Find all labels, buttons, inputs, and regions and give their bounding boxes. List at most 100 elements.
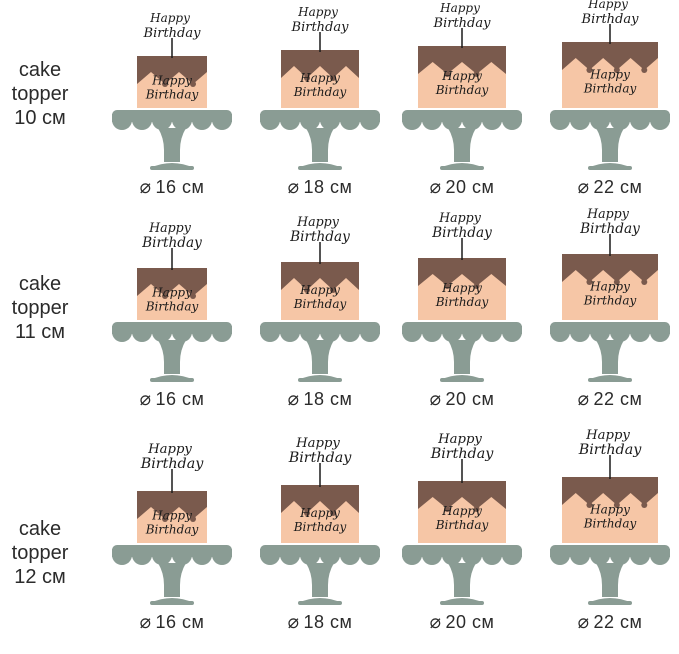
cake-stand <box>260 322 380 382</box>
cake-stand <box>402 110 522 170</box>
diameter-symbol-icon: ⌀ <box>287 611 300 633</box>
diameter-value: 22 см <box>593 389 643 409</box>
topper-script-line-2: Birthday <box>141 235 202 251</box>
cake-script-line-2: Birthday <box>293 85 347 99</box>
cake-script-line-2: Birthday <box>435 295 489 309</box>
topper-script-line-1: Happy <box>586 206 630 221</box>
row-label-line: 12 см <box>14 566 66 588</box>
diameter-symbol-icon: ⌀ <box>577 388 590 410</box>
diameter-value: 18 см <box>303 177 353 197</box>
diameter-value: 22 см <box>593 612 643 632</box>
cake-script-line-1: Happy <box>151 509 192 523</box>
row-label-line: topper <box>11 83 69 105</box>
row-label-line: 11 см <box>14 321 66 343</box>
cake-stand <box>550 110 670 170</box>
topper-script-line-1: Happy <box>585 428 630 443</box>
topper-script-line-1: Happy <box>439 1 480 15</box>
topper-script-line-1: Happy <box>438 210 482 225</box>
cake-script-line-1: Happy <box>589 502 630 516</box>
cake-script-line-2: Birthday <box>293 297 347 311</box>
chocolate-drip <box>418 481 506 509</box>
diameter-value: 22 см <box>593 177 643 197</box>
diameter-label: ⌀16 см <box>97 388 247 410</box>
diameter-symbol-icon: ⌀ <box>139 388 152 410</box>
cake-stand <box>550 545 670 605</box>
diameter-label: ⌀20 см <box>387 176 537 198</box>
topper-script-line-1: Happy <box>147 442 192 457</box>
row-label-line: cake <box>18 273 62 295</box>
cake-stand <box>550 322 670 382</box>
diameter-value: 20 см <box>445 177 495 197</box>
chocolate-drip <box>418 46 506 74</box>
cake-script-line-2: Birthday <box>293 520 347 534</box>
diameter-value: 18 см <box>303 612 353 632</box>
topper-script-line-1: Happy <box>296 214 340 229</box>
diameter-symbol-icon: ⌀ <box>577 176 590 198</box>
diameter-value: 20 см <box>445 389 495 409</box>
row-label-line: 10 см <box>14 107 66 129</box>
cake-script-line-2: Birthday <box>583 293 637 307</box>
cake-script-line-1: Happy <box>151 286 192 300</box>
cake-script-line-2: Birthday <box>583 81 637 95</box>
topper-script-line-2: Birthday <box>288 450 353 466</box>
chocolate-drip <box>281 485 359 513</box>
cake-stand <box>112 545 232 605</box>
topper-script-line-2: Birthday <box>143 26 202 41</box>
diameter-label: ⌀22 см <box>535 388 679 410</box>
chocolate-drip <box>281 262 359 290</box>
cake-script-line-2: Birthday <box>435 518 489 532</box>
diameter-label: ⌀18 см <box>245 388 395 410</box>
diameter-value: 20 см <box>445 612 495 632</box>
chocolate-drip <box>137 491 207 519</box>
topper-script-line-1: Happy <box>437 432 482 447</box>
diameter-symbol-icon: ⌀ <box>287 176 300 198</box>
cake-script-line-2: Birthday <box>145 523 199 537</box>
diameter-label: ⌀20 см <box>387 388 537 410</box>
topper-script-line-2: Birthday <box>581 12 640 27</box>
diameter-symbol-icon: ⌀ <box>577 611 590 633</box>
cake-script-line-1: Happy <box>441 69 482 83</box>
topper-script-line-1: Happy <box>295 436 340 451</box>
row-label-line: cake <box>18 518 62 540</box>
cake-script-line-1: Happy <box>299 71 340 85</box>
cake-stand <box>112 322 232 382</box>
diameter-symbol-icon: ⌀ <box>429 388 442 410</box>
cake-script-line-1: Happy <box>151 74 192 88</box>
chocolate-drip <box>281 50 359 78</box>
topper-script-line-1: Happy <box>148 220 192 235</box>
